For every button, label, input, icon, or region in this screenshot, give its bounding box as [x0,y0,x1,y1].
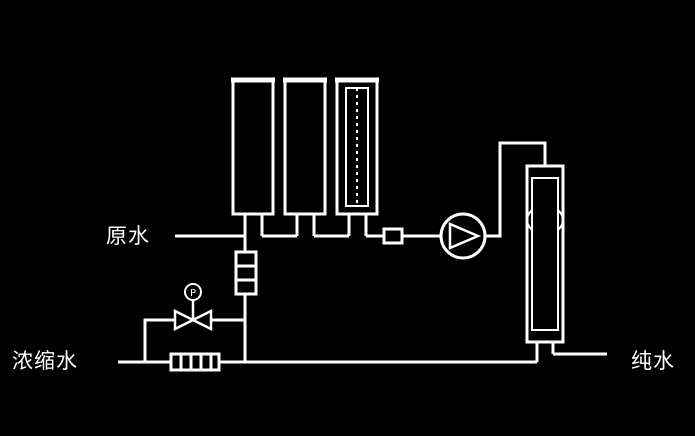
filter-housing-1 [231,77,275,236]
membrane-vessel [525,164,565,362]
flow-restrictor [169,352,221,372]
pure-water-label: 纯水 [631,349,675,373]
pump-icon [439,212,487,260]
filter-housing-3 [335,77,379,236]
filter-housing-2 [283,77,327,236]
raw-water-label: 原水 [106,224,150,248]
valve-icon [173,300,213,332]
bypass-pipe [143,318,175,362]
pressure-gauge-icon [184,283,202,301]
pressure-gauge-letter: P [190,288,196,299]
concentrate-water-label: 浓缩水 [12,349,78,373]
check-valve [382,227,404,245]
pump-outlet-pipe [485,141,547,238]
inline-filter [234,250,258,296]
